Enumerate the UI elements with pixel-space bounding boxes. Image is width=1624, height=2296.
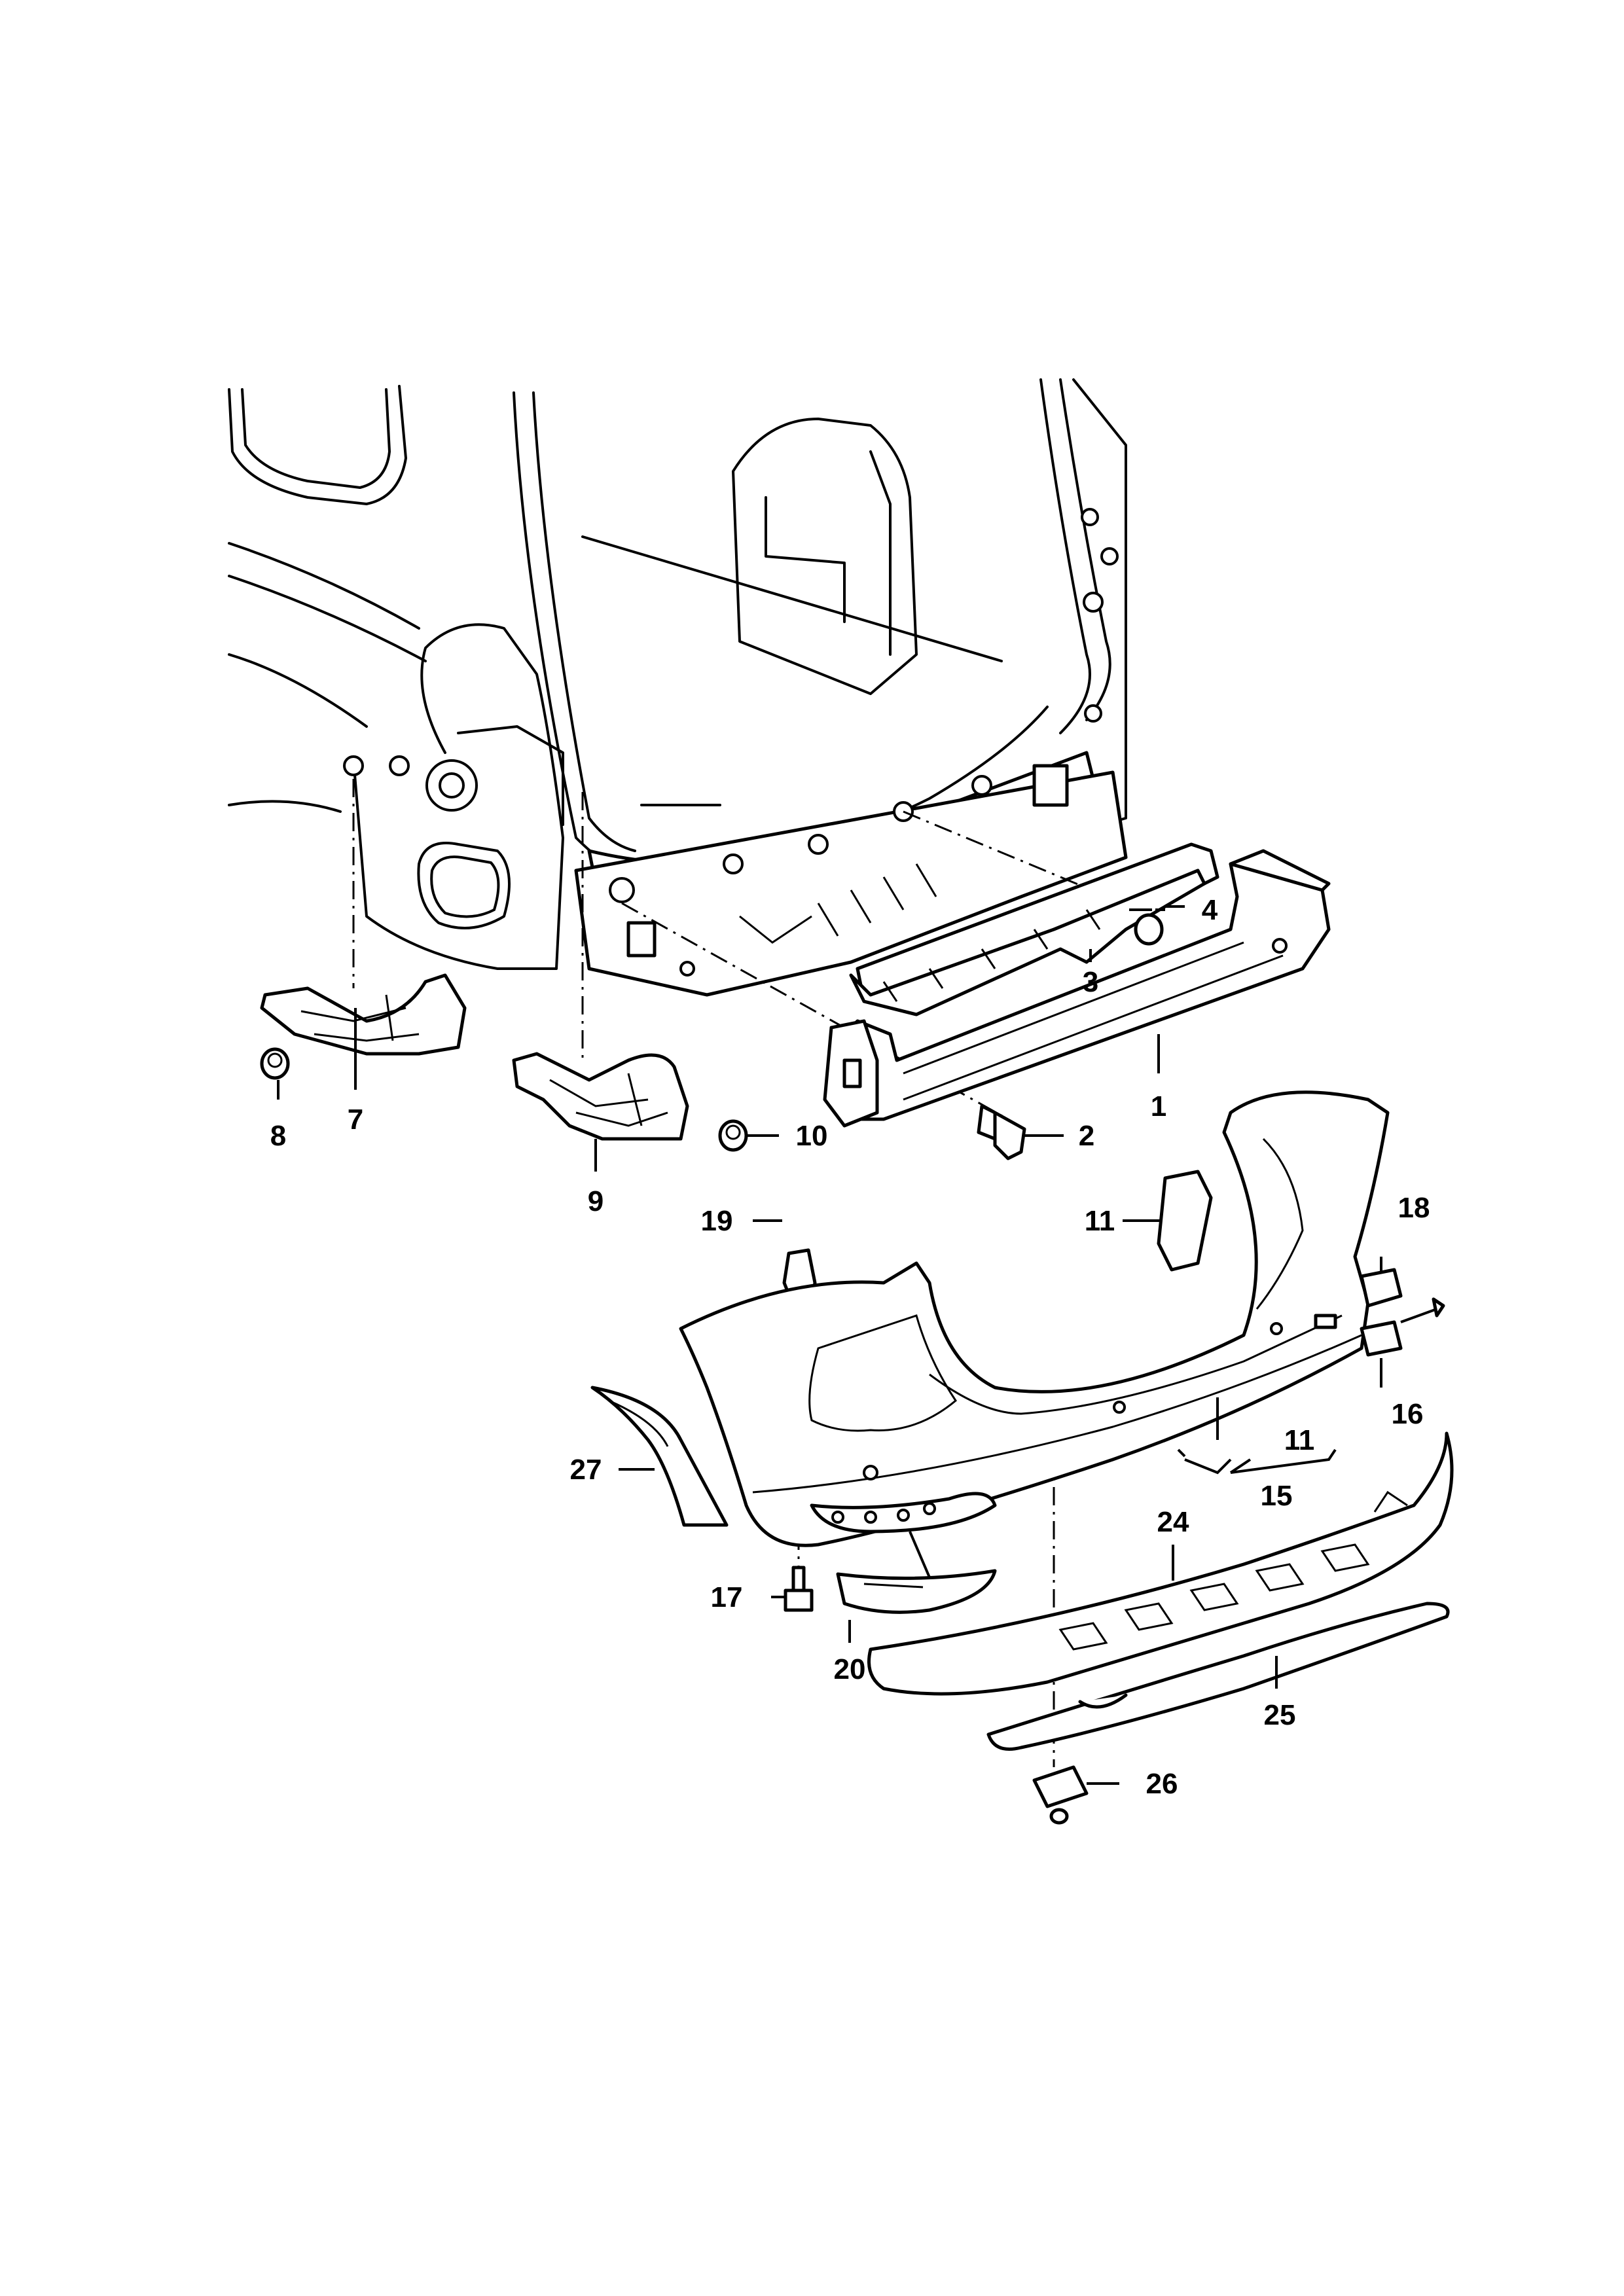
callout-18: 18 xyxy=(1398,1192,1430,1224)
part-2-bolt xyxy=(993,1111,1026,1160)
part-16-cover xyxy=(1360,1320,1403,1357)
callout-25: 25 xyxy=(1264,1699,1296,1731)
callout-17: 17 xyxy=(711,1581,743,1613)
part-17-screw xyxy=(784,1588,814,1612)
callout-27: 27 xyxy=(570,1454,602,1486)
part-8-nut xyxy=(260,1047,290,1080)
callout-labels: 1 2 3 4 7 8 9 10 11 11 15 16 17 18 19 20… xyxy=(270,894,1430,1800)
part-27-trim xyxy=(590,1386,729,1527)
callout-15: 15 xyxy=(1261,1480,1293,1512)
part-25-lower-trim xyxy=(986,1602,1450,1751)
part-26-clip xyxy=(1032,1765,1089,1808)
callout-16: 16 xyxy=(1392,1398,1424,1430)
callout-9: 9 xyxy=(588,1185,604,1217)
part-4-nut xyxy=(1134,913,1164,946)
part-24-diffuser xyxy=(867,1431,1454,1696)
part-3-absorber xyxy=(849,842,1219,1016)
callout-10: 10 xyxy=(796,1120,828,1152)
bumper-cover xyxy=(679,1090,1445,1547)
callout-11-upper: 11 xyxy=(1085,1205,1115,1237)
part-18-cap xyxy=(1360,1268,1403,1308)
callout-24: 24 xyxy=(1157,1506,1189,1538)
part-9-bracket-middle xyxy=(512,1052,689,1141)
callout-2: 2 xyxy=(1079,1120,1094,1152)
part-7-bracket-left xyxy=(260,973,467,1056)
callout-8: 8 xyxy=(270,1120,286,1152)
callout-11-lower: 11 xyxy=(1284,1424,1315,1456)
callout-1: 1 xyxy=(1151,1090,1166,1122)
callout-20: 20 xyxy=(834,1653,866,1685)
callout-3: 3 xyxy=(1083,966,1098,998)
callout-26: 26 xyxy=(1146,1768,1178,1800)
callout-4: 4 xyxy=(1202,894,1218,926)
part-20-reflector xyxy=(836,1569,997,1614)
vehicle-rear-body-shell xyxy=(228,378,1128,997)
leader-lines xyxy=(277,905,1382,1785)
callout-19: 19 xyxy=(701,1205,733,1237)
fasteners xyxy=(260,913,1164,1825)
part-11-pad xyxy=(1157,1170,1213,1272)
part-1-bumper-carrier xyxy=(823,849,1331,1128)
callout-7: 7 xyxy=(348,1103,363,1136)
